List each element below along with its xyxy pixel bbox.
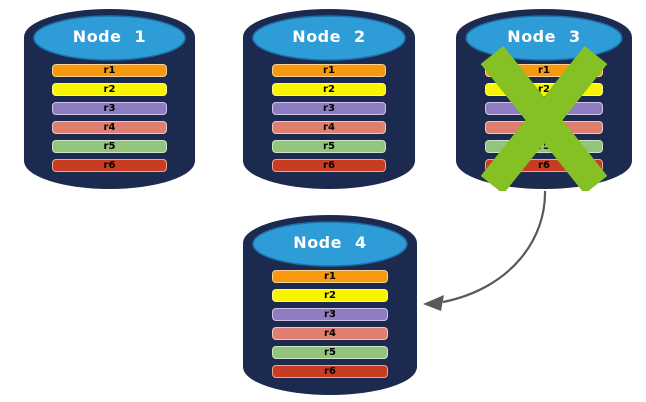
replica-label: r3 — [323, 103, 335, 114]
replica-bar: r2 — [271, 83, 387, 96]
failed-x-icon — [480, 45, 608, 191]
replica-bar: r6 — [52, 159, 167, 172]
replica-bar: r1 — [271, 270, 389, 283]
cylinder-top — [252, 221, 408, 267]
replica-bar: r3 — [271, 308, 389, 321]
replica-label: r5 — [324, 347, 336, 358]
failover-arrow — [423, 190, 547, 311]
node-title: Node 4 — [293, 233, 367, 252]
replica-label: r3 — [324, 309, 336, 320]
replica-label: r6 — [103, 160, 116, 171]
node-title: Node 1 — [72, 27, 147, 46]
replica-label: r1 — [103, 65, 116, 76]
replica-bar: r1 — [271, 64, 387, 77]
replica-label: r3 — [103, 103, 116, 114]
replica-bar: r5 — [52, 140, 167, 153]
replica-label: r6 — [324, 366, 336, 377]
replica-label: r4 — [324, 328, 336, 339]
replica-label: r4 — [103, 122, 116, 133]
replica-label: r6 — [538, 160, 550, 171]
replica-bar: r5 — [271, 140, 387, 153]
replica-label: r2 — [103, 84, 116, 95]
node-title: Node 2 — [292, 27, 366, 46]
node-title: Node 3 — [507, 27, 581, 46]
replica-label: r5 — [538, 141, 550, 152]
replica-bar: r2 — [52, 83, 167, 96]
node-4: Node 4 r1 r2 r3 r4 r5 r6 — [242, 212, 418, 397]
arrowhead-icon — [423, 295, 444, 311]
replica-label: r5 — [103, 141, 116, 152]
replica-label: r1 — [323, 65, 335, 76]
arrow-curve — [442, 190, 547, 304]
cylinder-top — [33, 15, 186, 61]
replica-list: r1 r2 r3 r4 r5 r6 — [271, 64, 387, 178]
cylinder-top — [252, 15, 406, 61]
replica-bar: r2 — [271, 289, 389, 302]
replica-bar: r3 — [52, 102, 167, 115]
replica-label: r6 — [323, 160, 335, 171]
replica-bar: r6 — [271, 365, 389, 378]
replica-label: r1 — [538, 65, 550, 76]
replica-label: r5 — [323, 141, 335, 152]
replica-label: r2 — [538, 84, 550, 95]
replica-label: r1 — [324, 271, 336, 282]
replica-list: r1 r2 r3 r4 r5 r6 — [52, 64, 167, 178]
replica-bar: r4 — [271, 327, 389, 340]
replica-bar: r4 — [52, 121, 167, 134]
replica-label: r4 — [323, 122, 335, 133]
replica-bar: r3 — [271, 102, 387, 115]
replica-bar: r5 — [271, 346, 389, 359]
replica-list: r1 r2 r3 r4 r5 r6 — [271, 270, 389, 384]
node-1: Node 1 r1 r2 r3 r4 r5 r6 — [23, 6, 196, 191]
node-3: Node 3 r1 r2 r3 r4 r5 r6 — [455, 6, 633, 191]
replica-bar: r1 — [52, 64, 167, 77]
replica-label: r2 — [323, 84, 335, 95]
replica-label: r2 — [324, 290, 336, 301]
node-2: Node 2 r1 r2 r3 r4 r5 r6 — [242, 6, 416, 191]
replica-bar: r4 — [271, 121, 387, 134]
replica-bar: r6 — [271, 159, 387, 172]
